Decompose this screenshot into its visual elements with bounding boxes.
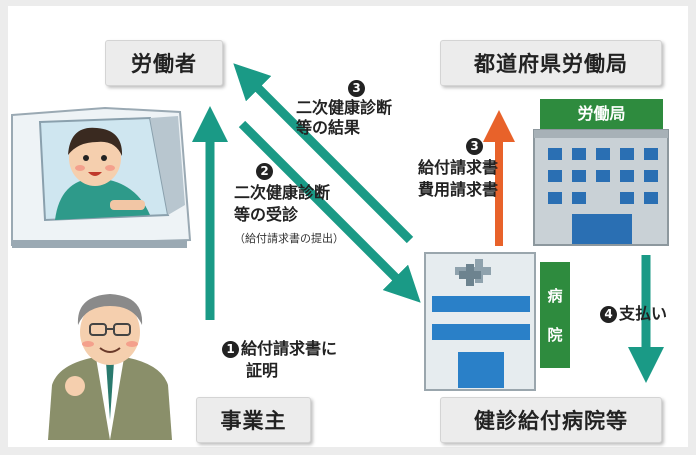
labor-bureau-box: 都道府県労働局 bbox=[440, 40, 662, 86]
step3b-line2: 費用請求書 bbox=[418, 180, 499, 199]
employer-illustration bbox=[48, 294, 172, 440]
hospital-box: 健診給付病院等 bbox=[440, 397, 662, 443]
step1-line2: 証明 bbox=[246, 361, 279, 380]
hospital-sign-1: 病 bbox=[547, 287, 563, 305]
step2-note: （給付請求書の提出） bbox=[234, 232, 344, 245]
hospital-sign-2: 院 bbox=[547, 326, 563, 344]
step3a-line1: 二次健康診断 bbox=[296, 98, 393, 117]
step2-label: 2 二次健康診断 等の受診 （給付請求書の提出） bbox=[234, 160, 344, 250]
arrow-hospital-to-worker bbox=[233, 63, 414, 244]
arrow-worker-to-hospital bbox=[238, 120, 421, 303]
worker-box: 労働者 bbox=[105, 40, 223, 86]
step1-number: 1 bbox=[222, 341, 239, 358]
labor-bureau-building-illustration bbox=[533, 99, 669, 246]
step3a-label: 3 二次健康診断 等の結果 bbox=[296, 78, 392, 138]
step2-number: 2 bbox=[256, 163, 273, 180]
truck-driver-illustration bbox=[11, 106, 192, 248]
step3a-line2: 等の結果 bbox=[296, 118, 361, 137]
step2-line2: 等の受診 bbox=[234, 205, 299, 224]
step3a-number: 3 bbox=[348, 80, 365, 97]
step1-line1: 給付請求書に bbox=[241, 339, 338, 358]
step3b-number: 3 bbox=[466, 138, 483, 155]
hospital-building-illustration bbox=[424, 252, 570, 391]
step2-line1: 二次健康診断 bbox=[234, 183, 331, 202]
step3b-label: 3 給付請求書 費用請求書 bbox=[418, 135, 498, 201]
step4-text: 支払い bbox=[619, 304, 668, 323]
step4-number: 4 bbox=[600, 306, 617, 323]
bureau-sign: 労働局 bbox=[577, 104, 626, 123]
step3b-line1: 給付請求書 bbox=[418, 158, 499, 177]
employer-box: 事業主 bbox=[196, 397, 311, 443]
